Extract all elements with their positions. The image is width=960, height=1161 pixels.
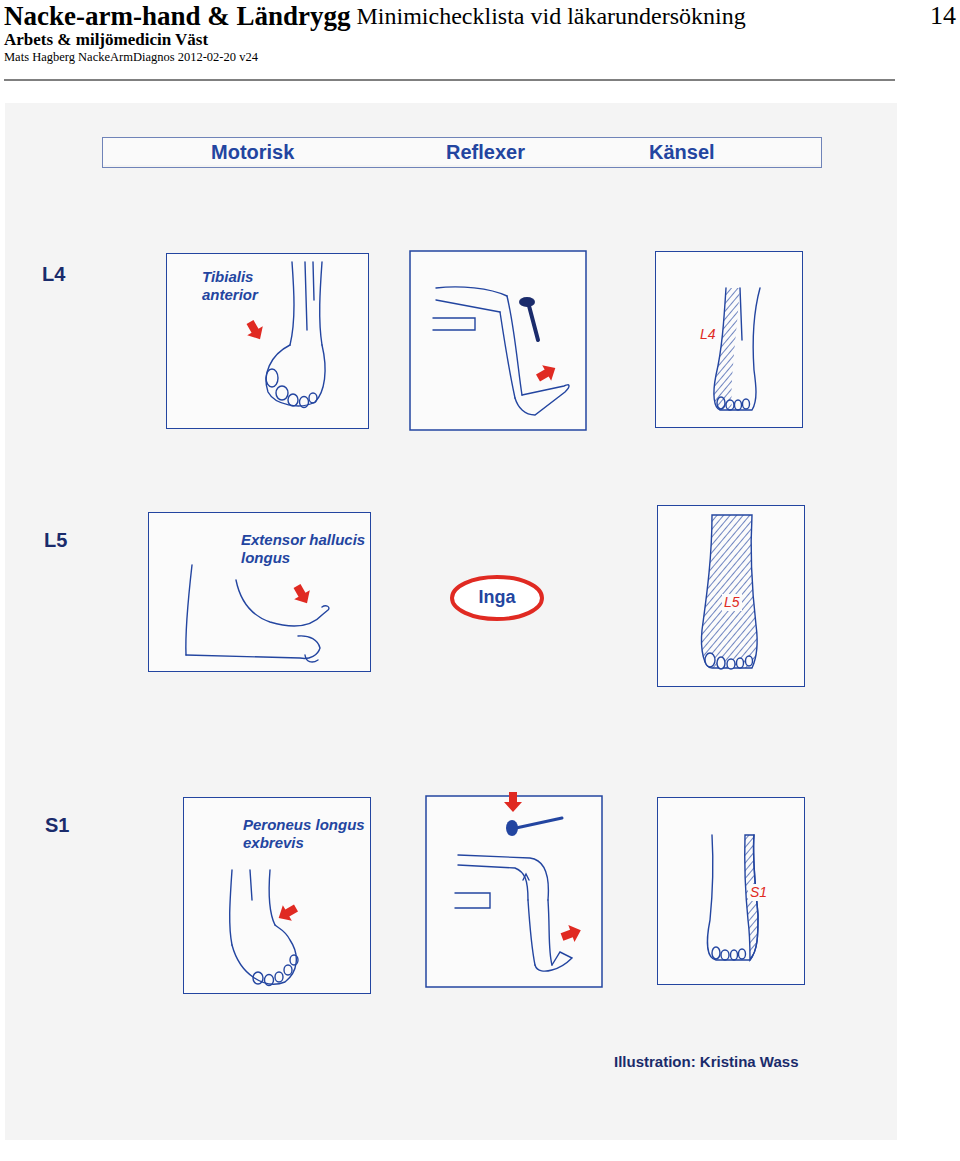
dermatome-label: S1 [748, 884, 769, 901]
sensory-box: L5 [657, 505, 805, 687]
none-oval: Inga [449, 574, 549, 626]
header-rule [4, 80, 895, 81]
page-number: 14 [930, 0, 956, 31]
scan-ground [5, 103, 897, 1140]
document-info: Mats Hagberg NackeArmDiagnos 2012-02-20 … [4, 50, 258, 65]
dermatome-hatch [714, 288, 740, 410]
muscle-name: Peroneus longus exbrevis [243, 816, 367, 852]
column-heading: Motorisk [211, 140, 294, 164]
subtitle: Minimichecklista vid läkarundersökning [357, 2, 746, 31]
red-arrow [242, 318, 584, 946]
department: Arbets & miljömedicin Väst [4, 30, 208, 50]
dermatome-label: L5 [722, 594, 742, 611]
muscle-name: Tibialis anterior [202, 268, 280, 304]
column-heading: Känsel [649, 140, 715, 164]
nerve-root-label: L5 [44, 528, 67, 552]
nerve-root-label: S1 [45, 813, 69, 837]
motor-test-box: Peroneus longus exbrevis [183, 797, 371, 994]
nerve-root-label: L4 [42, 262, 65, 286]
page-title: Nacke-arm-hand & Ländrygg [4, 0, 351, 32]
dermatome-label: L4 [698, 326, 718, 343]
band-ground [102, 137, 822, 165]
illustration-credit: Illustration: Kristina Wass [614, 1053, 798, 1071]
reflex-hammer [506, 818, 562, 836]
reflex-box [426, 796, 602, 987]
column-heading: Reflexer [446, 140, 525, 164]
box-grounds [148, 251, 805, 994]
none-text: Inga [449, 574, 545, 622]
foot-drawings [186, 262, 760, 986]
reflex-box [410, 251, 586, 430]
muscle-name: Extensor hallucis longus [241, 531, 367, 567]
sensory-box: L4 [655, 251, 803, 428]
motor-test-box: Tibialis anterior [166, 253, 369, 429]
reflex-hammer [519, 297, 538, 340]
column-header-band: Motorisk Reflexer Känsel [102, 137, 822, 168]
motor-test-box: Extensor hallucis longus [148, 512, 371, 672]
sensory-box: S1 [657, 797, 805, 985]
